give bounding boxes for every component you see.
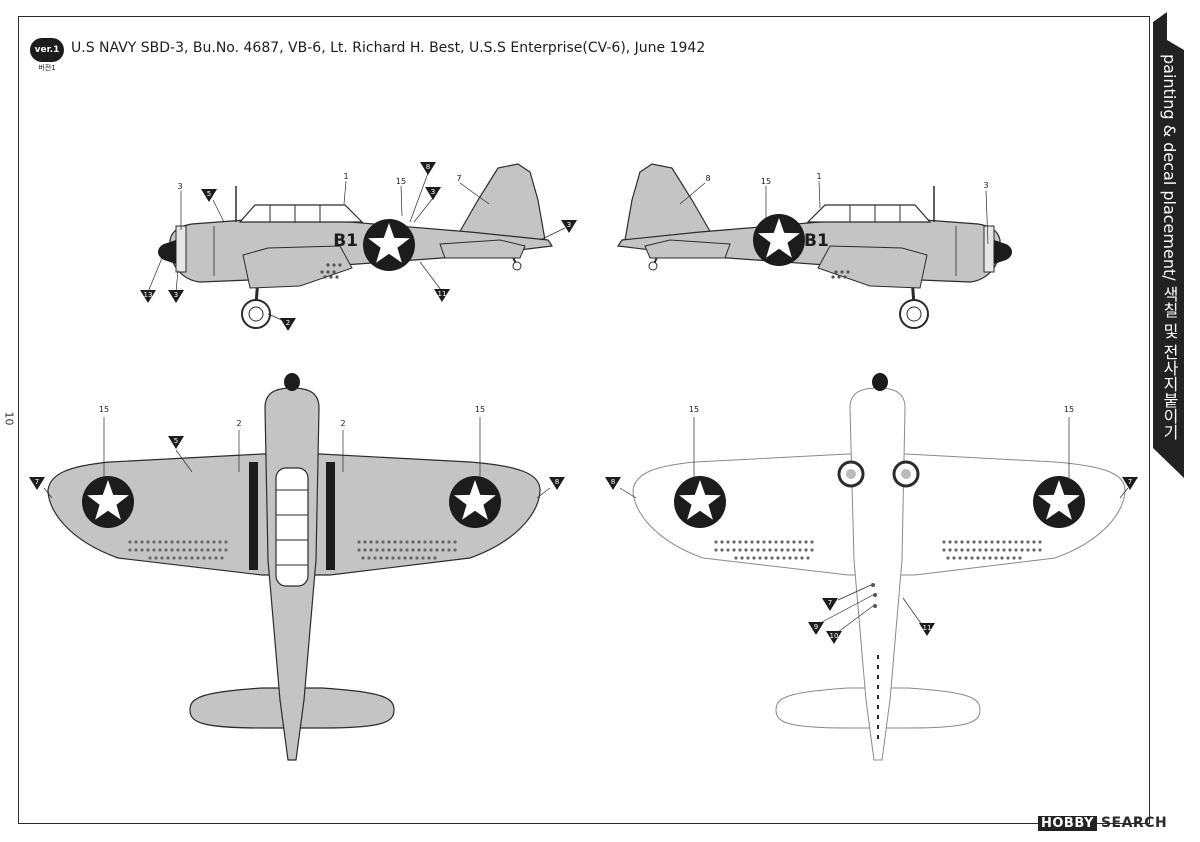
callout-bottom-view-c10: 10 — [826, 631, 842, 644]
page-title: U.S NAVY SBD-3, Bu.No. 4687, VB-6, Lt. R… — [71, 40, 706, 56]
left-side-profile: B1 — [147, 163, 566, 329]
callout-left-profile-c8: 8 — [420, 162, 436, 175]
callout-number: 15 — [761, 177, 771, 186]
callout-marker — [434, 289, 450, 302]
callout-marker — [29, 477, 45, 490]
callout-right-profile-c3: 3 — [983, 181, 988, 190]
callout-number: 8 — [611, 478, 615, 486]
callout-left-profile-c3a: 3 — [168, 290, 184, 303]
callout-number: 1 — [343, 172, 348, 181]
callout-bottom-view-c11: 11 — [919, 623, 935, 636]
callout-marker — [280, 318, 296, 331]
callout-number: 2 — [340, 419, 345, 428]
callout-bottom-view-c7b: 7 — [822, 598, 838, 611]
callout-number: 3 — [177, 182, 182, 191]
page-frame — [18, 16, 1150, 824]
callout-marker — [605, 477, 621, 490]
callout-bottom-view-c15a: 15 — [689, 405, 699, 414]
callout-number: 8 — [555, 478, 559, 486]
version-sublabel: 버전1 — [38, 64, 56, 72]
callout-marker — [822, 598, 838, 611]
watermark-logo: HOBBY — [1038, 815, 1097, 831]
callout-number: 7 — [1128, 478, 1132, 486]
callout-number: 3 — [174, 291, 178, 299]
callout-number: 10 — [830, 632, 839, 640]
callout-top-view-c2a: 2 — [236, 419, 241, 428]
callout-marker — [808, 622, 824, 635]
callout-number: 3 — [983, 181, 988, 190]
callout-top-view-c8: 8 — [549, 477, 565, 490]
right-fuselage-code: B1 — [804, 231, 829, 251]
callout-top-view-c5: 5 — [168, 436, 184, 449]
callout-marker — [140, 290, 156, 303]
callout-left-profile-c7: 7 — [456, 174, 461, 183]
callout-marker — [561, 220, 577, 233]
callout-number: 2 — [286, 319, 290, 327]
callout-top-view-c15b: 15 — [475, 405, 485, 414]
callout-number: 8 — [426, 163, 430, 171]
bottom-view — [619, 373, 1129, 761]
callout-number: 11 — [923, 624, 932, 632]
watermark-label: SEARCH — [1100, 815, 1168, 831]
callout-right-profile-c1: 1 — [816, 172, 821, 181]
callout-number: 7 — [456, 174, 461, 183]
callout-marker — [201, 189, 217, 202]
callout-number: 15 — [99, 405, 109, 414]
callout-number: 5 — [174, 437, 178, 445]
callout-marker — [549, 477, 565, 490]
callout-number: 15 — [689, 405, 699, 414]
callout-marker — [168, 436, 184, 449]
version-badge: ver.1 — [30, 38, 64, 62]
callout-marker — [826, 631, 842, 644]
callout-left-profile-c3c: 3 — [561, 220, 577, 233]
callout-number: 1 — [816, 172, 821, 181]
callout-top-view-c2b: 2 — [340, 419, 345, 428]
callout-number: 15 — [1064, 405, 1074, 414]
callout-top-view-c7: 7 — [29, 477, 45, 490]
callout-bottom-view-c9: 9 — [808, 622, 824, 635]
callout-left-profile-c11: 11 — [434, 289, 450, 302]
callout-top-view-c15a: 15 — [99, 405, 109, 414]
callout-number: 3 — [567, 221, 571, 229]
callout-bottom-view-c15b: 15 — [1064, 405, 1074, 414]
callout-number: 8 — [705, 174, 710, 183]
left-fuselage-code: B1 — [333, 231, 358, 251]
callout-marker — [919, 623, 935, 636]
callout-left-profile-c5: 5 — [201, 189, 217, 202]
callout-right-profile-c15: 15 — [761, 177, 771, 186]
callout-number: 11 — [438, 290, 447, 298]
right-side-profile: B1 — [616, 163, 1012, 329]
callout-left-profile-c1: 1 — [343, 172, 348, 181]
callout-marker — [420, 162, 436, 175]
watermark: HOBBY SEARCH — [1038, 815, 1167, 831]
callout-bottom-view-c8: 8 — [605, 477, 621, 490]
callout-number: 3 — [431, 188, 435, 196]
side-tab-label: painting & decal placement/ 색칠 및 전사지붙이기 — [1160, 54, 1179, 440]
callout-left-profile-c15: 15 — [396, 177, 406, 186]
callout-number: 7 — [35, 478, 39, 486]
callout-number: 5 — [207, 190, 211, 198]
callout-left-profile-c3b: 3 — [425, 187, 441, 200]
callout-number: 9 — [814, 623, 818, 631]
callout-bottom-view-c7a: 7 — [1122, 477, 1138, 490]
side-tab-background — [1153, 12, 1184, 478]
callout-number: 15 — [396, 177, 406, 186]
callout-number: 13 — [144, 291, 153, 299]
callout-left-profile-c13: 13 — [140, 290, 156, 303]
callout-right-profile-c8: 8 — [705, 174, 710, 183]
callout-number: 2 — [236, 419, 241, 428]
top-view — [43, 373, 551, 761]
callout-number: 15 — [475, 405, 485, 414]
callout-marker — [425, 187, 441, 200]
callout-left-profile-c2: 2 — [280, 318, 296, 331]
callout-marker — [168, 290, 184, 303]
callout-number: 7 — [828, 599, 832, 607]
callout-left-profile-c3a: 3 — [177, 182, 182, 191]
callout-marker — [1122, 477, 1138, 490]
